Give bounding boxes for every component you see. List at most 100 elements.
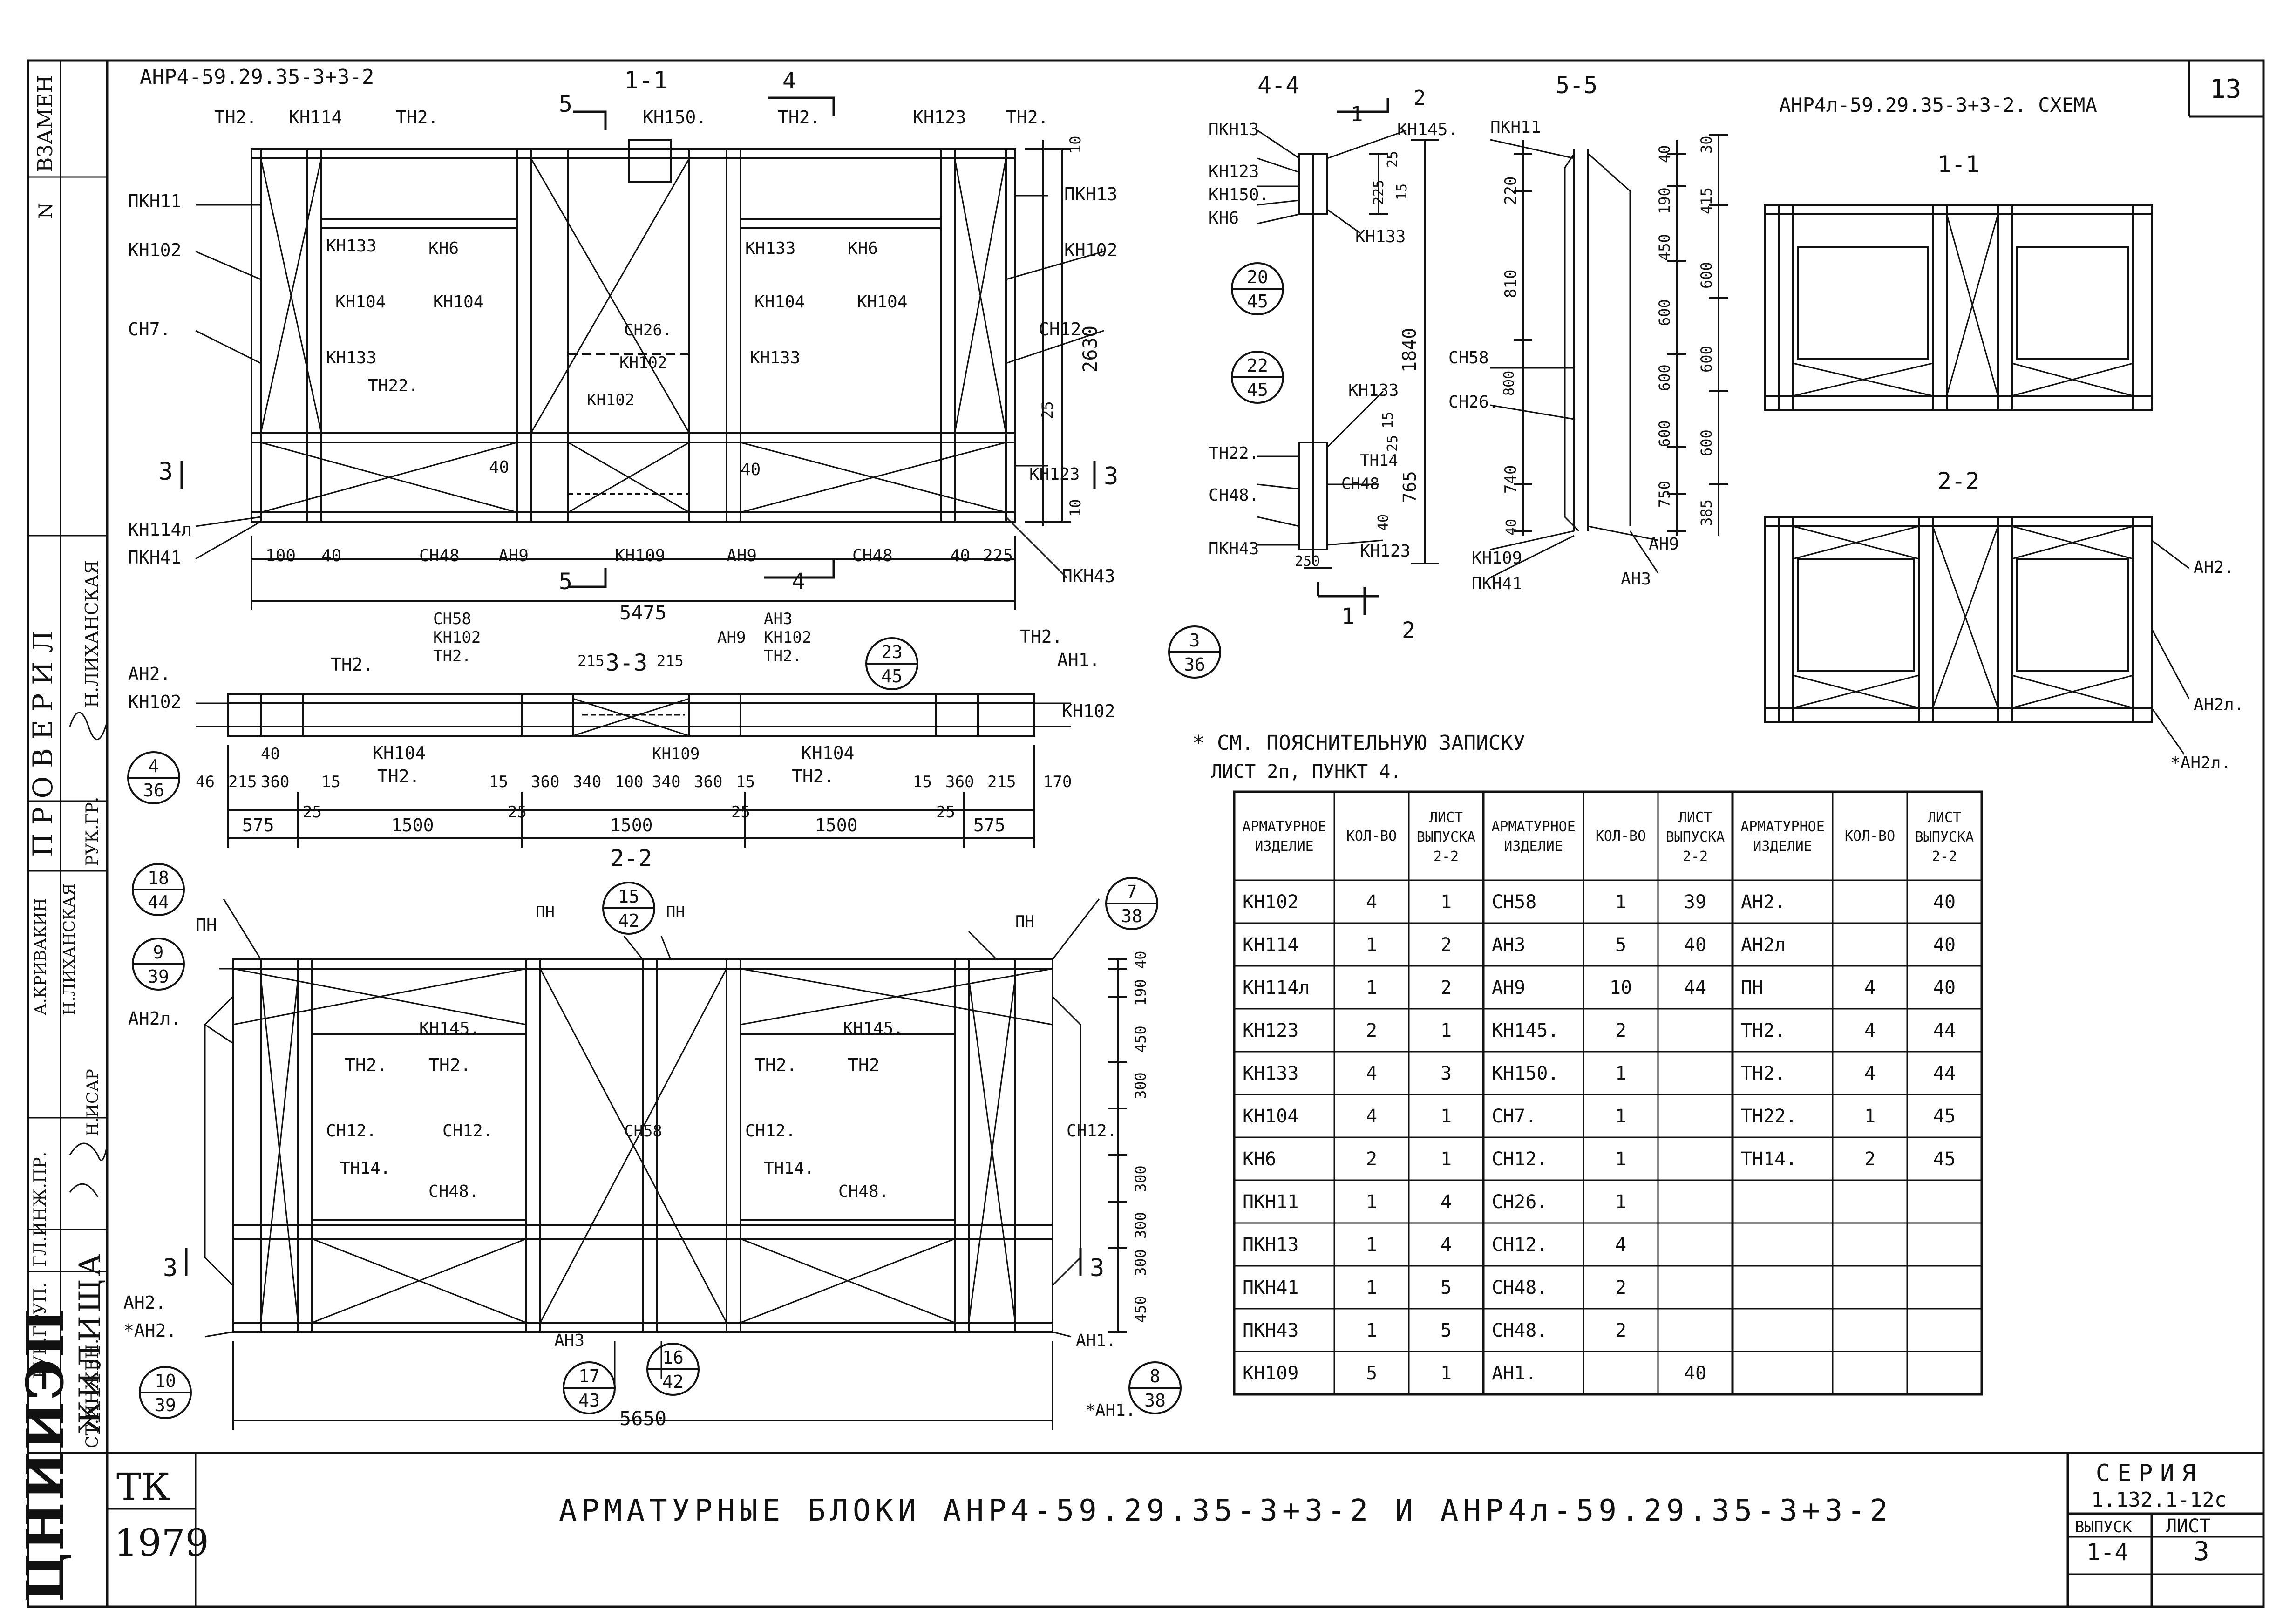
section-lower-label-pkn43: ПКН43 xyxy=(1209,539,1259,558)
main-label-kn6-a: КН6 xyxy=(428,239,459,258)
front22-label-ch12-c: СН12. xyxy=(745,1121,795,1141)
front22-dim-r-190: 190 xyxy=(1132,979,1149,1006)
table-cell: 40 xyxy=(1684,934,1706,956)
callout-top: 8 xyxy=(1150,1366,1161,1386)
callout-top: 7 xyxy=(1127,882,1137,902)
table-cell: 1 xyxy=(1615,891,1626,913)
table-cell: 4 xyxy=(1440,1191,1452,1213)
table-cell: СН26. xyxy=(1492,1191,1548,1213)
plan33-dim-row1-46: 46 xyxy=(196,773,215,791)
stamp-name-2: Н.ЛИХАНСКАЯ xyxy=(60,883,79,1015)
callout-bottom: 45 xyxy=(1247,380,1268,400)
plan33-label-kn102-b: КН102 xyxy=(433,628,481,647)
section55-dim-r-600c: 600 xyxy=(1698,429,1715,456)
section55-dim-r-600b: 600 xyxy=(1698,346,1715,373)
table-cell: 39 xyxy=(1684,891,1706,913)
section55-label-ch58: СН58 xyxy=(1448,348,1489,367)
plan33-dim-row1-100: 100 xyxy=(615,773,643,791)
front22-label-an2: АН2. xyxy=(123,1292,166,1313)
table-cell: КН104 xyxy=(1243,1106,1298,1127)
section-lower-label-kn123: КН123 xyxy=(1360,542,1410,561)
callout-circles xyxy=(127,262,1284,1419)
table-cell: 1 xyxy=(1366,1277,1377,1298)
main-label-kn123: КН123 xyxy=(913,107,966,128)
section-lower-label-ch48b: СН48. xyxy=(1209,486,1259,505)
main-cut-5-bot: 5 xyxy=(559,569,572,595)
main-label-ch48-b: СН48 xyxy=(852,546,893,565)
plan33-dim-row1-15c: 15 xyxy=(736,773,755,791)
section-lower-label-kn133: КН133 xyxy=(1348,381,1399,400)
section44-dim-15: 15 xyxy=(1394,183,1410,200)
table-cell: АН2л xyxy=(1741,934,1786,956)
schema-section-1: 1-1 xyxy=(1937,151,1979,178)
main-dim-40-d: 40 xyxy=(741,460,761,479)
front22-label-th2-a: ТН2. xyxy=(345,1055,387,1075)
check-label: ПРОВЕРИЛ xyxy=(27,622,59,857)
plan33-label-th2-b: ТН2. xyxy=(433,647,471,666)
table-cell: 1 xyxy=(1615,1148,1626,1170)
plan33-dim-row1-215a: 215 xyxy=(228,773,257,791)
section55-label-pkn41: ПКН41 xyxy=(1472,574,1522,593)
table-cell: 2 xyxy=(1615,1020,1626,1041)
main-label-kn104-b: КН104 xyxy=(433,292,483,312)
table-cell: КН102 xyxy=(1243,891,1298,913)
front22-label-th2-b: ТН2. xyxy=(428,1055,471,1075)
callout-top: 18 xyxy=(148,868,169,888)
table-cell: ТН22. xyxy=(1741,1106,1797,1127)
table-cell: 1 xyxy=(1366,1191,1377,1213)
table-cell: 2 xyxy=(1615,1277,1626,1298)
main-label-th2-c: ТН2. xyxy=(778,107,821,128)
main-height-dim: 2630 xyxy=(1079,326,1101,373)
main-label-kn104-d: КН104 xyxy=(857,292,907,312)
section55-label-an9: АН9 xyxy=(1649,535,1679,554)
section44-cut-1: 1 xyxy=(1351,102,1363,126)
main-dim-25: 25 xyxy=(1039,401,1056,419)
plan33-dim-row2-25d: 25 xyxy=(936,803,955,822)
plan33-dim-row1-215b: 215 xyxy=(987,773,1016,791)
front-22-drawing xyxy=(185,898,1127,1430)
note-line-1: * СМ. ПОЯСНИТЕЛЬНУЮ ЗАПИСКУ xyxy=(1192,731,1525,755)
table-cell: СН48. xyxy=(1492,1277,1548,1298)
front22-dim-r-40: 40 xyxy=(1132,951,1149,969)
plan33-dim-row1-15b: 15 xyxy=(489,773,508,791)
table-cell: 2 xyxy=(1864,1148,1875,1170)
table-cell: 4 xyxy=(1366,1063,1377,1084)
table-cell: 1 xyxy=(1366,934,1377,956)
section55-dim-m-450: 450 xyxy=(1656,234,1673,261)
plan33-label-kn102-c: КН102 xyxy=(764,628,811,647)
main-label-kn133-b: КН133 xyxy=(745,239,795,258)
stamp-role-1: ГЛ.ИНЖ.ПР. xyxy=(31,1152,50,1267)
callout-top: 10 xyxy=(155,1371,176,1391)
plan33-label-th2-a: ТН2. xyxy=(331,654,374,675)
replace-label: ВЗАМЕН xyxy=(34,75,57,172)
table-cell: 5 xyxy=(1440,1277,1452,1298)
table-cell: 1 xyxy=(1366,1234,1377,1256)
plan-33-drawing xyxy=(196,693,1071,848)
sheet-frame xyxy=(27,59,2265,1608)
table-cell: 4 xyxy=(1864,1020,1875,1041)
section55-dim-m-600a: 600 xyxy=(1656,299,1673,326)
table-cell: 1 xyxy=(1615,1106,1626,1127)
plan33-label-kn109: КН109 xyxy=(652,745,700,763)
front22-label-an1-star: *АН1. xyxy=(1085,1401,1135,1420)
main-label-kn104-a: КН104 xyxy=(335,292,386,312)
table-cell: КН114 xyxy=(1243,934,1298,956)
table-cell: 1 xyxy=(1366,1320,1377,1341)
front22-label-an2l: АН2л. xyxy=(128,1008,181,1029)
callout-bottom: 44 xyxy=(148,892,169,912)
main-label-kn102-l: КН102 xyxy=(128,240,181,260)
section55-dim-l-40: 40 xyxy=(1503,519,1520,536)
main-view-drawing xyxy=(180,96,1104,610)
front22-label-th2-c: ТН2. xyxy=(754,1055,797,1075)
section-lower-dim-765: 765 xyxy=(1400,471,1420,503)
section-lower-cut-1: 1 xyxy=(1341,604,1355,630)
table-cell: 10 xyxy=(1610,977,1632,999)
main-label-pkn43: ПКН43 xyxy=(1062,566,1115,586)
org-sub: ЖИЛИЩА xyxy=(73,1251,108,1434)
table-cell: ПКН43 xyxy=(1243,1320,1298,1341)
callout-bottom: 45 xyxy=(1247,291,1268,312)
main-label-kn104-c: КН104 xyxy=(754,292,805,312)
table-cell: КН123 xyxy=(1243,1020,1298,1041)
section55-dim-l-740: 740 xyxy=(1502,465,1520,494)
